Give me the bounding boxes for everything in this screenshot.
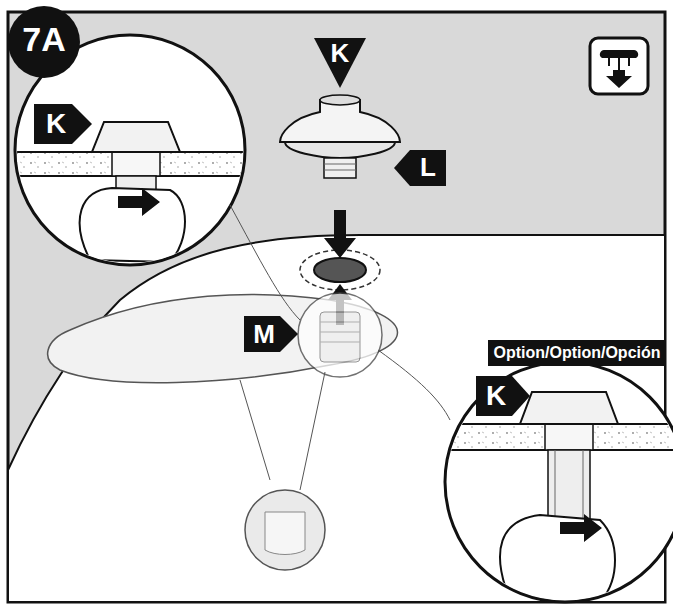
- step-number: 7A: [8, 22, 80, 56]
- leader-line: [240, 380, 270, 480]
- part-letter: K: [476, 382, 516, 410]
- mounting-hole: [314, 258, 366, 282]
- callout-pointer: [476, 376, 530, 416]
- callout-pointer: [244, 316, 298, 352]
- callout-pointer: [394, 150, 446, 186]
- nut-sketch: [265, 512, 305, 555]
- down-arrow: [324, 210, 356, 258]
- leader-line: [230, 205, 300, 320]
- callout-pointer: [314, 38, 366, 88]
- option-banner: [488, 340, 666, 366]
- faucet-icon: [590, 38, 648, 94]
- nut-part: [298, 293, 382, 377]
- leader-line: [378, 350, 450, 420]
- callout-pointer: [34, 104, 92, 144]
- step-badge: [8, 6, 80, 78]
- option-label: Option/Option/Opción: [488, 345, 666, 361]
- part-letter: K: [34, 110, 78, 138]
- frame: [8, 12, 665, 602]
- inset-right: [440, 362, 673, 602]
- part-letter: M: [244, 321, 284, 347]
- flange-part: [280, 95, 400, 178]
- part-letter: L: [410, 154, 446, 180]
- part-letter: K: [320, 40, 360, 66]
- detail-circle: [245, 490, 325, 570]
- countertop: [8, 235, 665, 602]
- leader-line: [300, 372, 325, 490]
